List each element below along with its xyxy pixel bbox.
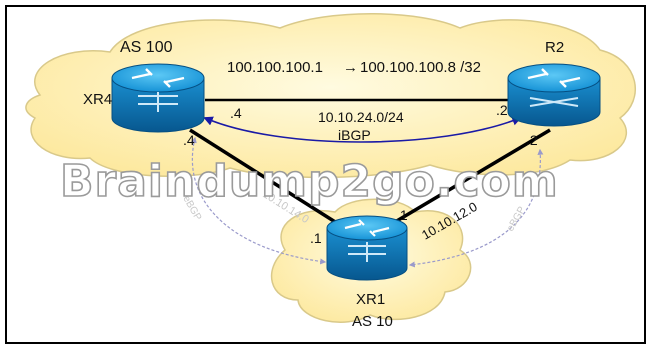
xr4-top-interface-label: .4 bbox=[230, 105, 242, 121]
as10-label: AS 10 bbox=[352, 313, 393, 330]
xr4-bottom-interface-label: .4 bbox=[183, 132, 195, 148]
subnet-xr4-r2-label: 10.10.24.0/24 bbox=[318, 109, 404, 125]
watermark-text: Braindump2go.com bbox=[60, 156, 559, 207]
router-xr4[interactable]: XR4 bbox=[83, 63, 205, 133]
ebgp-session-xr4-xr1-arrow bbox=[190, 136, 327, 265]
router-icon bbox=[326, 215, 408, 281]
ibgp-session-arrow bbox=[203, 116, 522, 143]
r2-bottom-interface-label: .2 bbox=[526, 132, 538, 148]
xr1-left-interface-label: .1 bbox=[310, 230, 322, 246]
route-from: 100.100.100.1 bbox=[227, 59, 323, 76]
router-r2-label: R2 bbox=[545, 39, 564, 56]
ebgp-session-r2-xr1-arrow bbox=[408, 148, 544, 268]
router-xr1-label: XR1 bbox=[356, 291, 385, 308]
r2-left-interface-label: .2 bbox=[496, 102, 508, 118]
route-arrow: → bbox=[343, 59, 358, 76]
router-xr4-label: XR4 bbox=[83, 91, 112, 108]
as100-cloud bbox=[25, 13, 636, 179]
router-r2[interactable]: R2 bbox=[507, 39, 601, 127]
link-xr4-xr1 bbox=[189, 128, 341, 227]
route-to: 100.100.100.8 /32 bbox=[360, 59, 481, 76]
link-r2-xr1 bbox=[394, 128, 551, 224]
router-icon bbox=[507, 63, 601, 127]
ibgp-label: iBGP bbox=[338, 127, 371, 143]
router-icon bbox=[111, 63, 205, 133]
as100-label: AS 100 bbox=[120, 39, 173, 56]
router-xr1[interactable]: XR1 bbox=[326, 215, 408, 308]
xr1-top-interface-label: .1 bbox=[396, 207, 408, 223]
